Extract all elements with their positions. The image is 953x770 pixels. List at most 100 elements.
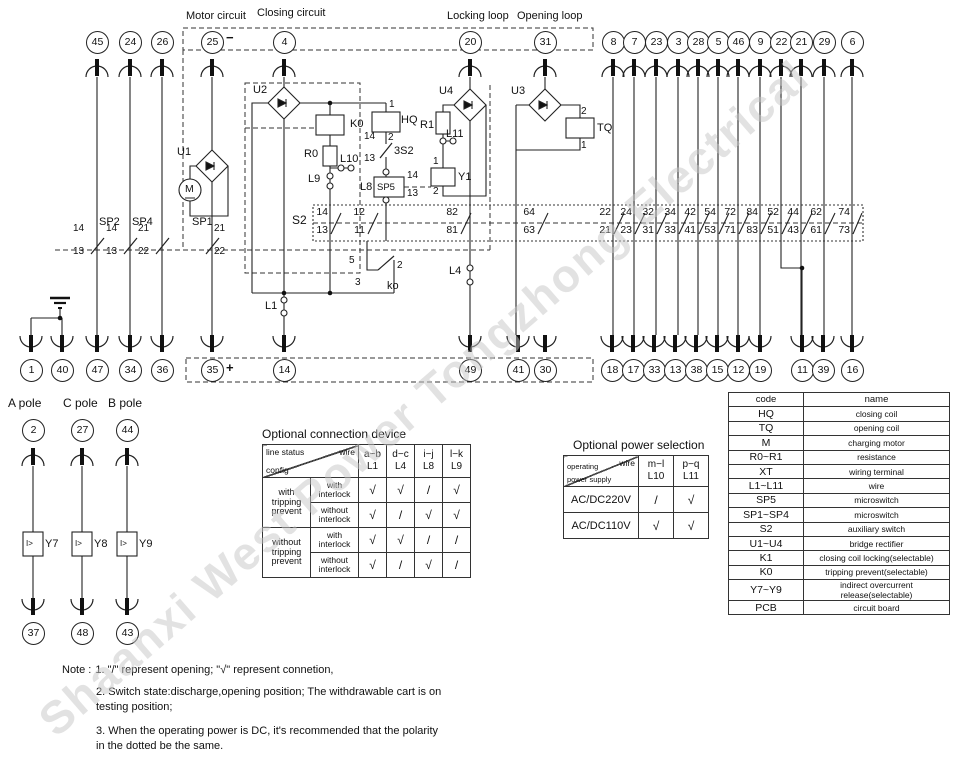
legend-name: closing coil locking(selectable) [803, 550, 950, 566]
strip-num: 72 [724, 206, 736, 218]
sp2-pin-14: 14 [73, 223, 85, 234]
y1-box [430, 167, 456, 187]
terminal-27: 27 [71, 419, 94, 442]
motor-m-label: M [185, 183, 194, 195]
sp5-label: SP5 [377, 182, 395, 193]
ko-pin-2: 2 [397, 260, 403, 271]
top-terminal-plugs [85, 58, 864, 78]
r1-box [435, 111, 451, 135]
motor-icon [178, 178, 202, 202]
u2-label: U2 [253, 84, 268, 96]
3s2-label: 3S2 [394, 145, 414, 157]
component-boxes [22, 111, 595, 557]
terminal-9: 9 [749, 31, 772, 54]
u3-label: U3 [511, 85, 526, 97]
strip-num: 63 [523, 224, 535, 236]
y7-label: Y7 [45, 538, 59, 550]
r0-label: R0 [304, 148, 319, 160]
terminal-38: 38 [685, 359, 708, 382]
terminal-7: 7 [623, 31, 646, 54]
strip-num: 51 [767, 224, 779, 236]
tq-label: TQ [597, 122, 613, 134]
terminal-4: 4 [273, 31, 296, 54]
terminal-15: 15 [706, 359, 729, 382]
legend-code: SP5 [728, 492, 804, 509]
mark-cell: √ [358, 477, 387, 503]
u1-label: U1 [177, 146, 192, 158]
strip-num: 62 [810, 206, 822, 218]
mark-cell: / [386, 502, 415, 528]
strip-num: 31 [642, 224, 654, 236]
strip-num: 14 [316, 206, 328, 218]
mark-cell: / [414, 477, 443, 503]
legend-code: PCB [728, 600, 804, 616]
sp1-label: SP1 [192, 216, 213, 228]
legend-name: wire [803, 478, 950, 494]
l11-label: L11 [446, 128, 464, 140]
terminal-35: 35 [201, 359, 224, 382]
mark-cell: √ [358, 527, 387, 553]
strip-num: 71 [724, 224, 736, 236]
legend-name: circuit board [803, 600, 950, 616]
mark-cell: √ [386, 527, 415, 553]
terminal-12: 12 [727, 359, 750, 382]
bottom-terminal-plugs [19, 334, 864, 353]
terminal-49: 49 [459, 359, 482, 382]
terminal-36: 36 [151, 359, 174, 382]
connection-device-section: Optional connection device line status c… [262, 427, 471, 578]
group-label: with tripping prevent [262, 477, 311, 528]
y9-overcurrent-icon: I> [120, 539, 127, 548]
legend-code: M [728, 435, 804, 451]
terminal-45: 45 [86, 31, 109, 54]
note-label: Note : [62, 664, 92, 676]
hq-pin-1: 1 [389, 99, 395, 110]
mark-cell: / [386, 552, 415, 578]
strip-num: 53 [704, 224, 716, 236]
strip-num: 13 [316, 224, 328, 236]
sub-label: with interlock [310, 477, 359, 503]
mark-cell: √ [358, 502, 387, 528]
hq-pin-2: 2 [388, 132, 394, 143]
note-item-1: 1. "/" represent opening; "√" represent … [95, 664, 334, 676]
mark-cell: √ [358, 552, 387, 578]
strip-num: 82 [446, 206, 458, 218]
3s2-pin-13: 13 [364, 153, 376, 164]
mark-cell: √ [386, 477, 415, 503]
hq-label: HQ [401, 114, 418, 126]
terminal-23: 23 [645, 31, 668, 54]
strip-num: 33 [664, 224, 676, 236]
tq-box [565, 117, 595, 139]
sub-label: without interlock [310, 502, 359, 528]
terminal-40: 40 [51, 359, 74, 382]
tq-pin-2: 2 [581, 106, 587, 117]
sp4-pin-13: 13 [106, 246, 118, 257]
strip-num: 42 [684, 206, 696, 218]
corner-wire: wire [339, 447, 355, 457]
note-item-2: 2. Switch state:discharge,opening positi… [96, 686, 442, 713]
terminal-29: 29 [813, 31, 836, 54]
corner-power-supply: power supply [567, 475, 612, 484]
y8-box [71, 531, 93, 557]
mark-cell: / [638, 486, 674, 513]
terminal-20: 20 [459, 31, 482, 54]
strip-num: 81 [446, 224, 458, 236]
ground-icon [50, 296, 70, 309]
corner-wire: wire [619, 458, 635, 468]
strip-contacts [330, 212, 863, 235]
legend-name: microswitch [803, 492, 950, 509]
y8-overcurrent-icon: I> [75, 539, 82, 548]
terminal-21: 21 [790, 31, 813, 54]
sub-label: with interlock [310, 527, 359, 553]
terminal-26: 26 [151, 31, 174, 54]
power-table-corner: operating power supply wire [563, 455, 639, 487]
s2-strip [312, 204, 864, 242]
strip-num: 24 [620, 206, 632, 218]
strip-num: 52 [767, 206, 779, 218]
legend-name: charging motor [803, 435, 950, 451]
strip-num: 12 [353, 206, 365, 218]
